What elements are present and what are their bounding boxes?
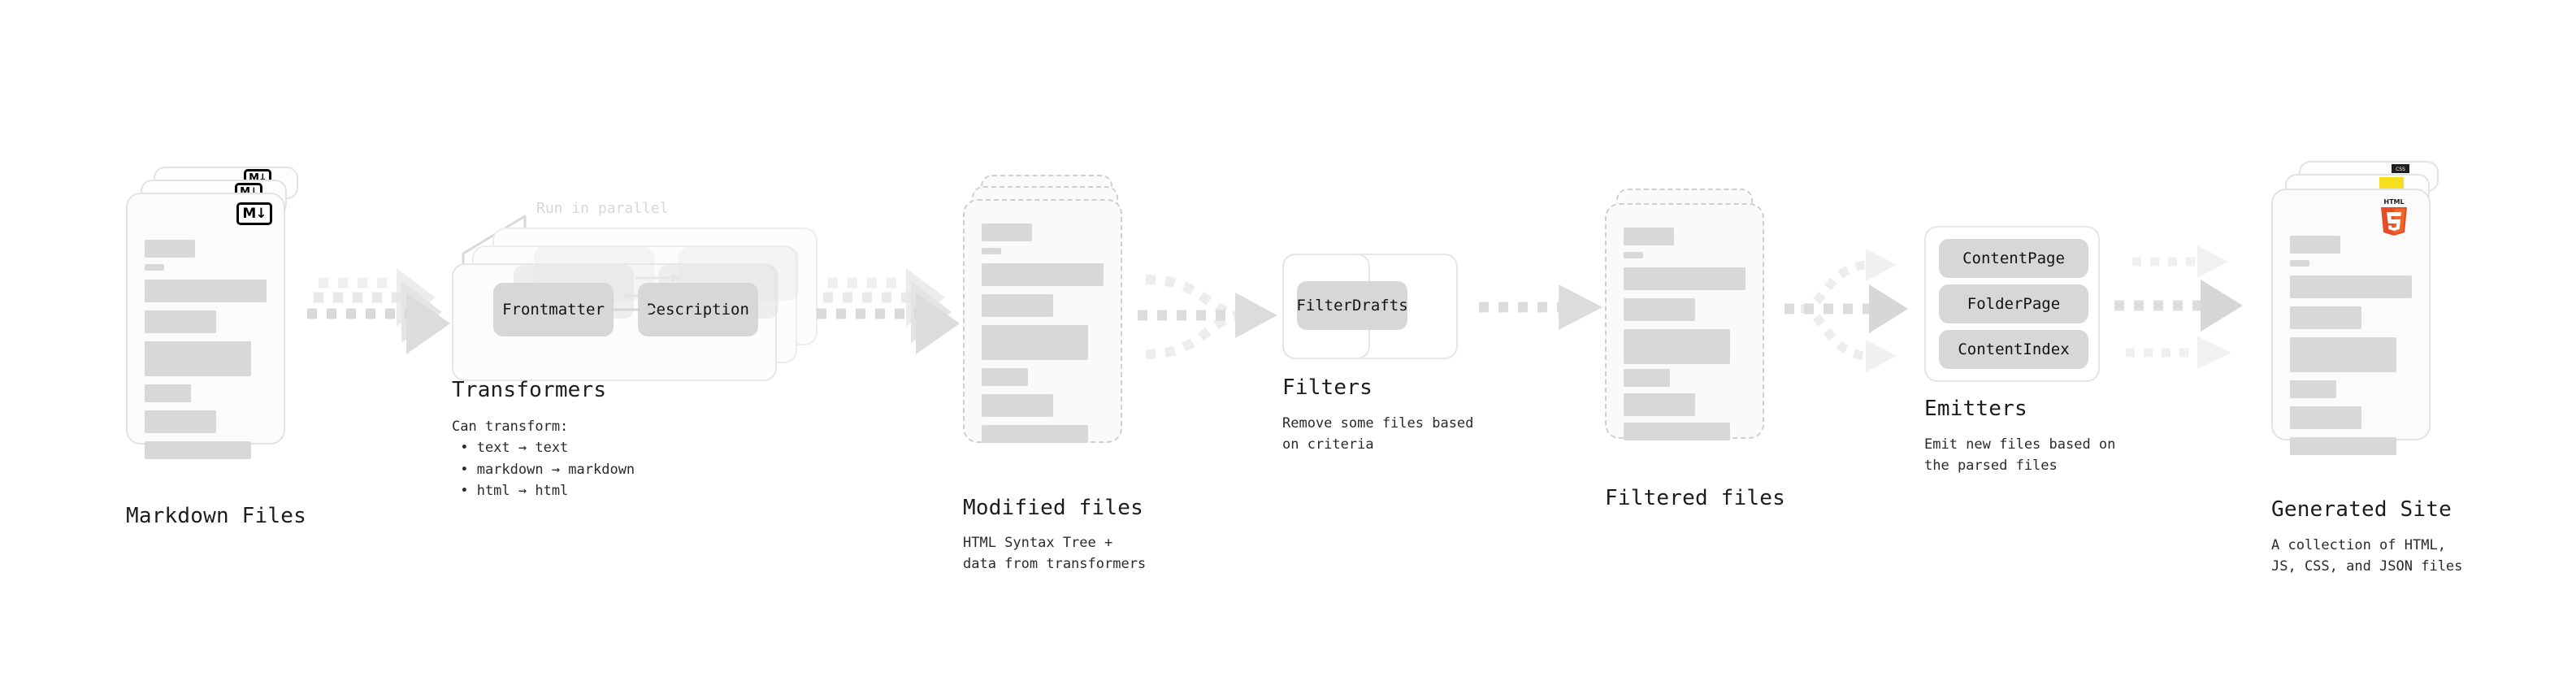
run-in-parallel-label: Run in parallel xyxy=(536,200,669,217)
filtered-card-front xyxy=(1605,203,1764,440)
skeleton-line xyxy=(982,294,1053,317)
connector-modified-to-filters xyxy=(1138,260,1284,374)
stage-label-generated-site: Generated Site xyxy=(2271,497,2452,522)
skeleton-line xyxy=(2290,406,2361,429)
skeleton-line xyxy=(2290,236,2340,254)
emitter-node-contentindex[interactable]: ContentIndex xyxy=(1939,330,2088,369)
stage-desc-filters: Remove some files based on criteria xyxy=(1282,415,1474,453)
skeleton-line xyxy=(2290,275,2412,298)
connector-transformers-to-modified xyxy=(817,268,963,366)
skeleton-line xyxy=(145,240,195,258)
markdown-card-front: M↓ xyxy=(126,193,285,459)
modified-card-front xyxy=(963,199,1122,443)
transformer-node-description[interactable]: Description xyxy=(638,283,758,336)
skeleton-line xyxy=(982,248,1001,254)
transformer-inner-arrow-back xyxy=(635,270,684,286)
connector-emitters-to-site xyxy=(2114,232,2261,379)
transformer-node-frontmatter-label: Frontmatter xyxy=(502,301,605,319)
stage-label-modified-files: Modified files xyxy=(963,496,1143,520)
stage-label-transformers: Transformers xyxy=(452,378,607,402)
stage-desc-emitters: Emit new files based on the parsed files xyxy=(1924,436,2116,475)
skeleton-line xyxy=(2290,306,2361,329)
skeleton-line xyxy=(2290,380,2336,398)
stage-desc-modified-files: HTML Syntax Tree + data from transformer… xyxy=(963,535,1147,573)
stage-desc-transformers: Can transform: • text → text • markdown … xyxy=(452,419,635,500)
skeleton-line xyxy=(982,223,1032,241)
skeleton-line xyxy=(1624,369,1670,387)
skeleton-line xyxy=(2290,437,2396,455)
emitter-node-folderpage[interactable]: FolderPage xyxy=(1939,284,2088,323)
emitter-node-folderpage-label: FolderPage xyxy=(1967,295,2061,313)
stage-label-filters: Filters xyxy=(1282,375,1373,400)
skeleton-line xyxy=(1624,393,1695,416)
connector-filtered-to-emitters xyxy=(1785,236,1931,382)
emitters-box: ContentPage FolderPage ContentIndex xyxy=(1924,226,2100,382)
skeleton-line xyxy=(1624,298,1695,321)
skeleton-line xyxy=(145,341,251,376)
skeleton-line xyxy=(145,280,267,302)
skeleton-line xyxy=(982,325,1088,360)
skeleton-line xyxy=(1624,228,1674,245)
transformer-inner-arrow-front xyxy=(611,301,660,318)
emitter-node-contentpage-label: ContentPage xyxy=(1962,249,2065,267)
stage-label-markdown-files: Markdown Files xyxy=(126,504,306,528)
skeleton-line xyxy=(2290,337,2396,372)
emitter-node-contentindex-label: ContentIndex xyxy=(1958,340,2070,358)
stage-label-emitters: Emitters xyxy=(1924,397,2027,421)
filter-node-filterdrafts[interactable]: FilterDrafts xyxy=(1296,281,1408,330)
svg-text:CSS: CSS xyxy=(2396,167,2405,172)
emitter-node-contentpage[interactable]: ContentPage xyxy=(1939,239,2088,278)
filter-node-filterdrafts-label: FilterDrafts xyxy=(1296,297,1408,314)
transformer-node-frontmatter[interactable]: Frontmatter xyxy=(493,283,614,336)
skeleton-line xyxy=(1624,267,1746,290)
skeleton-line xyxy=(145,264,164,271)
skeleton-line xyxy=(145,441,251,459)
connector-markdown-to-transformers xyxy=(307,268,453,366)
skeleton-line xyxy=(982,368,1028,386)
stage-label-filtered-files: Filtered files xyxy=(1605,486,1785,510)
html5-icon: HTML xyxy=(2377,197,2411,237)
skeleton-line xyxy=(1624,329,1730,364)
skeleton-line xyxy=(982,263,1104,286)
connector-filters-to-filtered xyxy=(1479,283,1609,332)
skeleton-line xyxy=(982,425,1088,443)
skeleton-line xyxy=(1624,252,1643,258)
stage-desc-generated-site: A collection of HTML, JS, CSS, and JSON … xyxy=(2271,537,2463,575)
site-card-front: HTML xyxy=(2271,189,2431,455)
skeleton-line xyxy=(145,410,216,433)
markdown-icon: M↓ xyxy=(236,202,272,225)
skeleton-line xyxy=(2290,260,2309,267)
skeleton-line xyxy=(982,394,1053,417)
filters-box: FilterDrafts xyxy=(1282,254,1408,359)
skeleton-line xyxy=(1624,423,1730,440)
skeleton-line xyxy=(145,310,216,333)
filters-box-outline xyxy=(1282,254,1458,359)
svg-text:HTML: HTML xyxy=(2383,198,2404,206)
skeleton-line xyxy=(145,384,191,402)
transformer-node-description-label: Description xyxy=(647,301,749,319)
